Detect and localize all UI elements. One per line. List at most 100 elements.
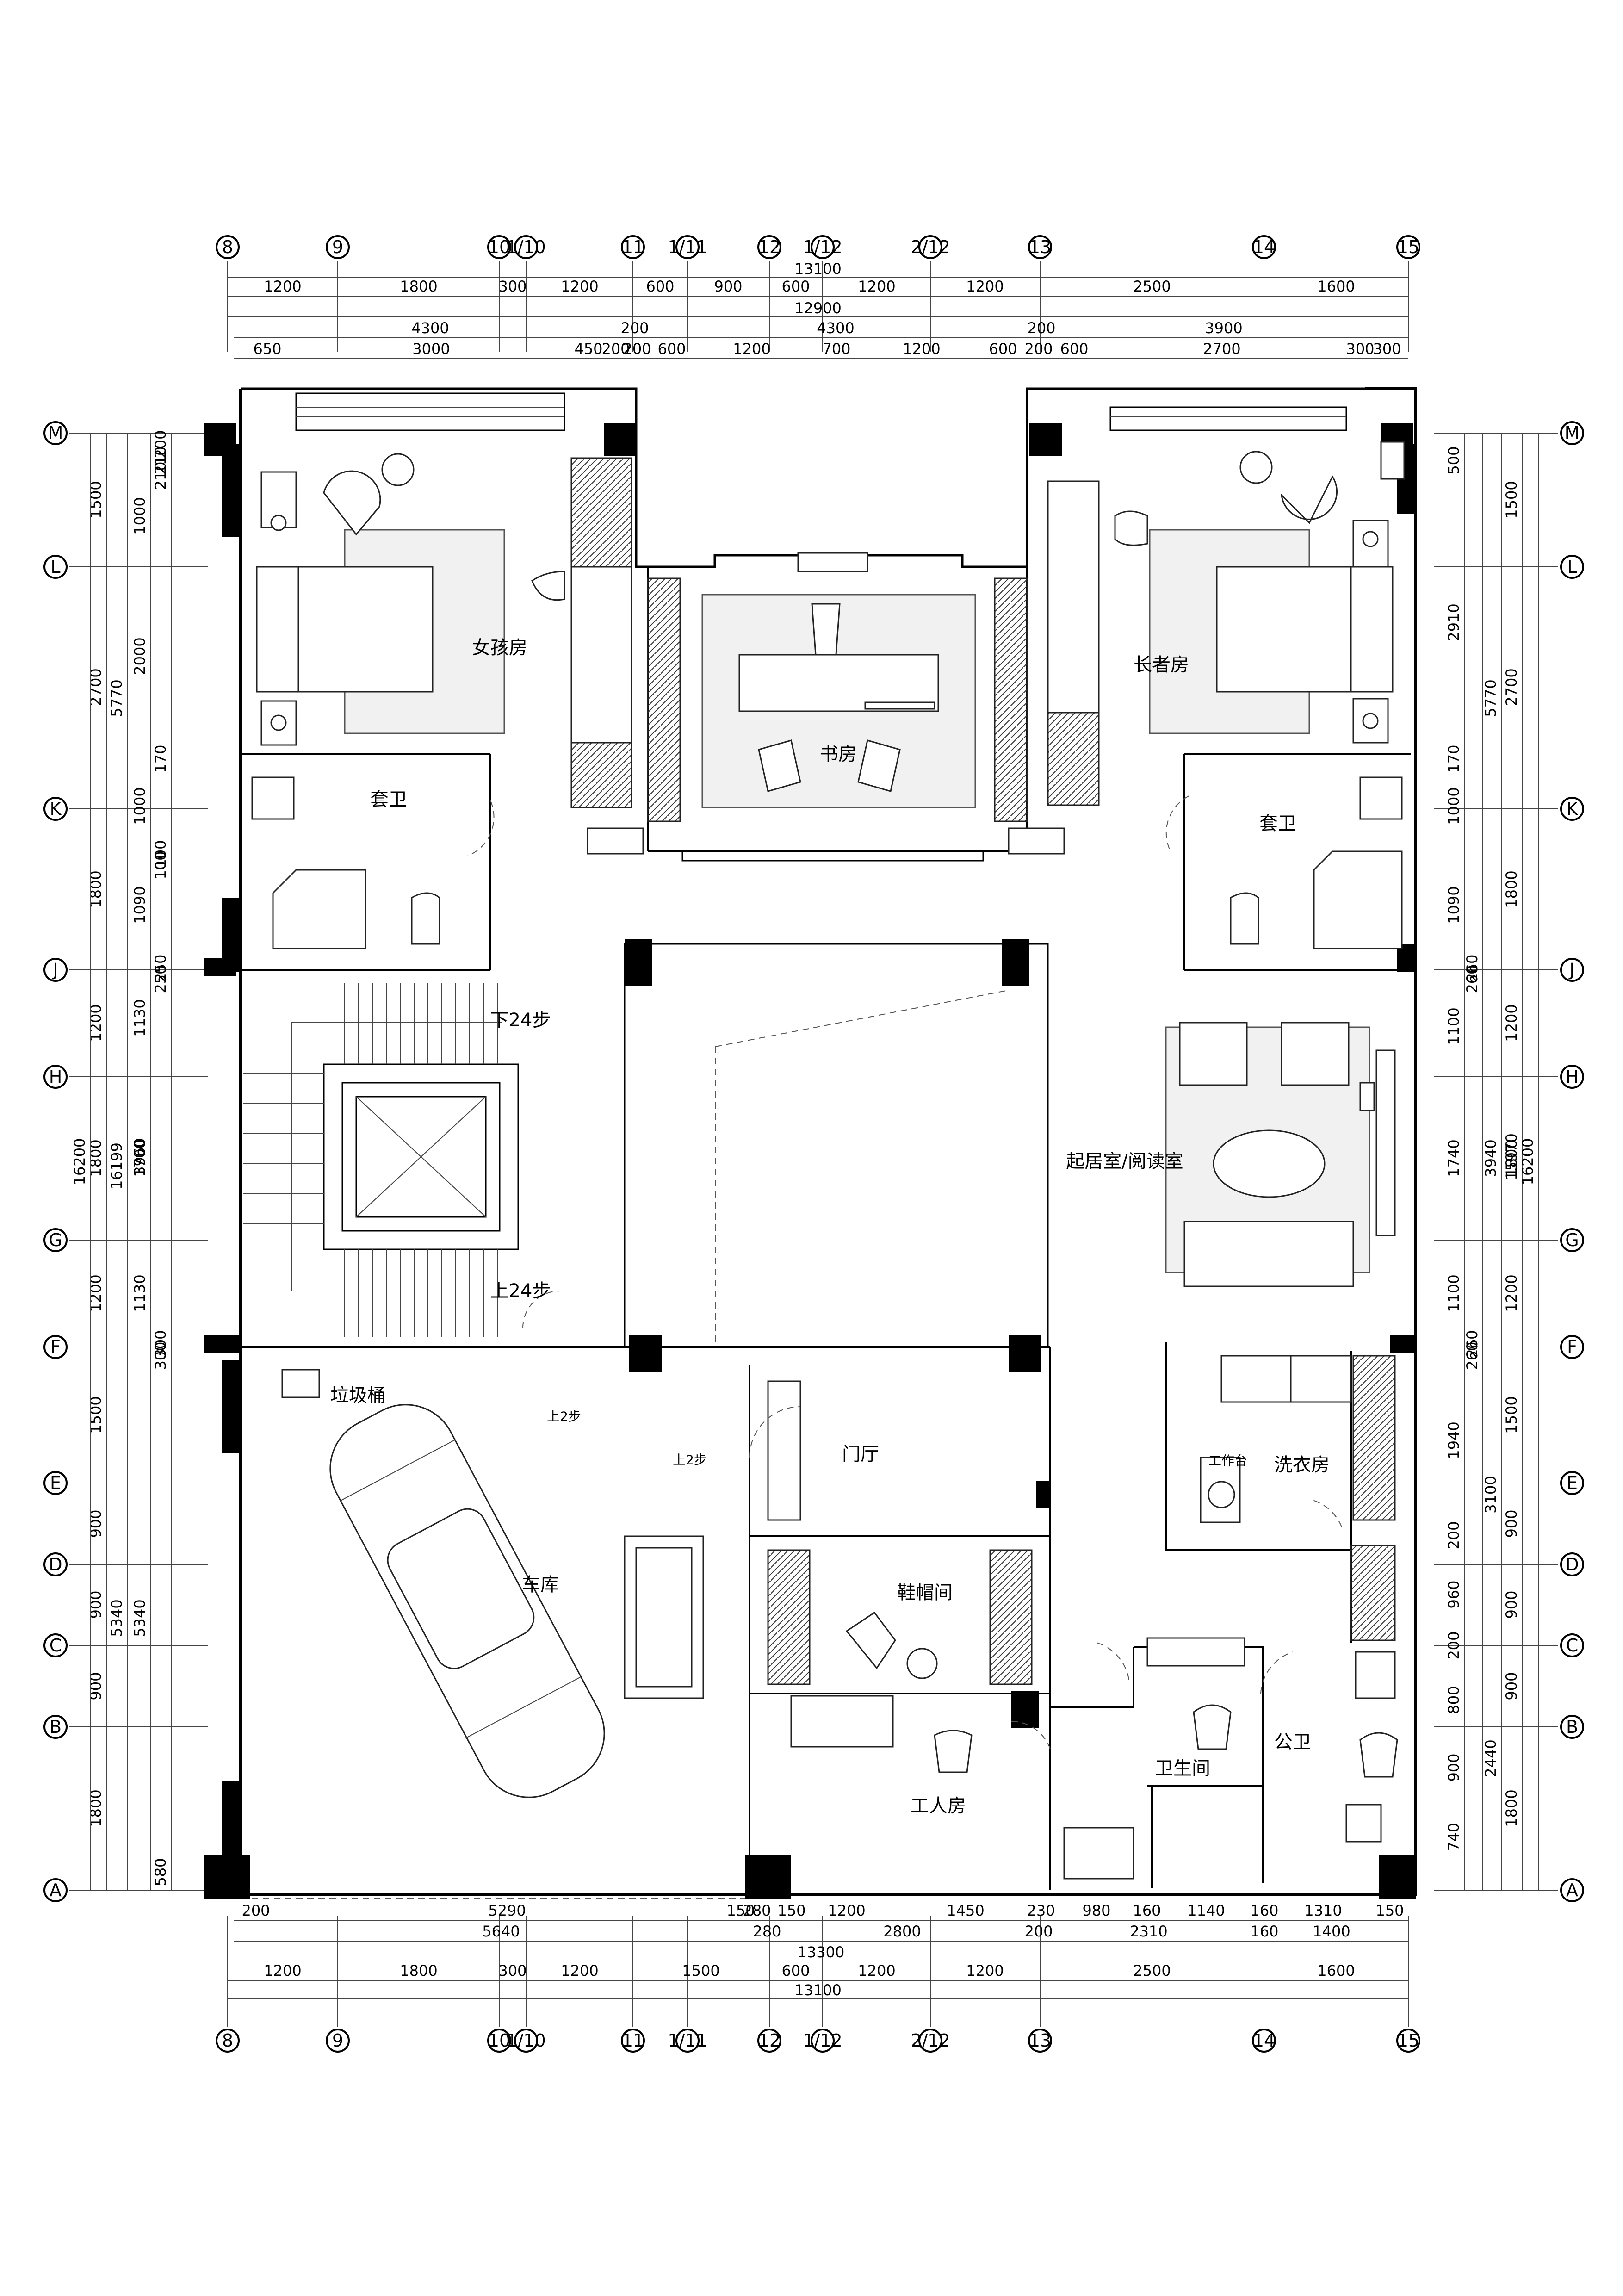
- dimension-total: 16200: [71, 1138, 88, 1185]
- small-label: 工作台: [1208, 1453, 1247, 1469]
- grid-bubble: [918, 235, 942, 259]
- dimension-text: 1200: [903, 340, 940, 358]
- dimension-text: 1200: [1503, 1274, 1520, 1312]
- dimension-text: 1940: [1445, 1421, 1462, 1459]
- grid-bubble: [1560, 421, 1584, 445]
- grid-bubble: [487, 235, 511, 259]
- dimension-text: 1200: [966, 278, 1004, 295]
- dimension-text: 1100: [1445, 1007, 1462, 1045]
- dimension-text: 100: [152, 851, 169, 879]
- dimension-text: 1130: [131, 1274, 149, 1312]
- grid-bubble: [514, 2029, 538, 2053]
- grid-bubble: [757, 235, 781, 259]
- grid-bubble: [487, 2029, 511, 2053]
- dimension-text: 1310: [1304, 1902, 1342, 1919]
- dimension-text: 1450: [947, 1902, 984, 1919]
- dimension-text: 600: [1060, 340, 1088, 358]
- dimension-text: 1090: [1445, 886, 1462, 924]
- grid-bubble: [675, 2029, 700, 2053]
- dimension-text: 200: [1024, 340, 1053, 358]
- dimension-text: 1400: [1313, 1923, 1350, 1940]
- grid-bubble: [514, 235, 538, 259]
- grid-bubble-label: L: [1567, 557, 1577, 577]
- dimension-text: 1200: [1503, 1004, 1520, 1042]
- grid-bubble: [43, 555, 68, 579]
- grid-bubble-label: 15: [1397, 237, 1419, 257]
- dimension-text: 150: [777, 1902, 805, 1919]
- room-label: 门厅: [842, 1444, 879, 1465]
- grid-bubble-label: D: [1565, 1554, 1579, 1575]
- living-room-furniture: [1165, 1022, 1396, 1287]
- grid-bubble-label: L: [50, 557, 60, 577]
- grid-bubble-label: M: [1565, 423, 1580, 443]
- dimension-text: 250: [152, 965, 169, 993]
- grid-bubble-label: G: [49, 1230, 62, 1250]
- dimension-text: 1100: [1445, 1274, 1462, 1312]
- grid-bubble-label: 8: [222, 2030, 233, 2051]
- dimension-text: 450: [574, 340, 602, 358]
- dimension-text: 2500: [1133, 1962, 1171, 1980]
- dimension-text: 1800: [400, 1962, 437, 1980]
- room-label: 套卫: [1259, 813, 1296, 834]
- grid-bubble-label: 13: [1029, 237, 1051, 257]
- dimension-text: 2800: [883, 1923, 921, 1940]
- grid-bubble-label: G: [1565, 1230, 1579, 1250]
- dimension-text: 800: [1445, 1686, 1462, 1714]
- grid-bubble: [1252, 235, 1276, 259]
- dimension-text: 600: [989, 340, 1017, 358]
- dimension-text: 600: [781, 278, 810, 295]
- grid-bubble: [1560, 797, 1584, 821]
- dimension-text: 4300: [817, 319, 854, 337]
- room-label: 垃圾桶: [330, 1385, 386, 1406]
- dimension-text: 3000: [412, 340, 450, 358]
- grid-bubble: [43, 421, 68, 445]
- dimension-text: 1000: [131, 497, 149, 534]
- dimension-total: 12900: [794, 299, 842, 317]
- dimension-text: 4300: [411, 319, 449, 337]
- room-label: 下24步: [490, 1010, 551, 1031]
- dimension-text: 2910: [1445, 603, 1462, 641]
- dimension-text: 1800: [1503, 1139, 1520, 1177]
- dimension-text: 1200: [87, 1274, 105, 1312]
- grid-bubble-label: 12: [758, 2030, 781, 2051]
- dimension-text: 5340: [108, 1599, 125, 1637]
- dimension-text: 1090: [131, 886, 149, 924]
- grid-bubble-label: 1/10: [506, 237, 545, 257]
- stair-and-elevator: [243, 983, 560, 1337]
- dimension-text: 960: [1445, 1580, 1462, 1608]
- dimension-text: 5640: [482, 1923, 520, 1940]
- dimension-text: 900: [1445, 1753, 1462, 1781]
- dimension-text: 740: [1445, 1823, 1462, 1851]
- dimension-text: 2310: [1130, 1923, 1167, 1940]
- grid-bubble: [621, 2029, 645, 2053]
- dimension-text: 1200: [828, 1902, 865, 1919]
- dimension-total: 13100: [794, 1981, 842, 1999]
- grid-bubble-label: C: [50, 1635, 62, 1656]
- dimension-text: 5770: [1482, 679, 1499, 717]
- room-label: 套卫: [370, 789, 407, 810]
- grid-bubble-label: 1/12: [803, 2030, 842, 2051]
- grid-bubble-label: 10: [488, 2030, 510, 2051]
- grid-bubble: [1560, 958, 1584, 982]
- dimension-text: 160: [1250, 1902, 1278, 1919]
- grid-bubble: [1396, 2029, 1420, 2053]
- dimension-text: 16199: [108, 1142, 125, 1190]
- dimension-text: 1800: [1503, 870, 1520, 908]
- grid-bubble: [326, 2029, 350, 2053]
- room-label: 鞋帽间: [897, 1582, 953, 1603]
- dimension-text: 580: [152, 1858, 169, 1886]
- dimension-text: 1200: [733, 340, 770, 358]
- grid-bubble: [216, 235, 240, 259]
- grid-bubble: [43, 1878, 68, 1902]
- grid-bubble: [43, 797, 68, 821]
- dimension-text: 210: [152, 461, 169, 490]
- grid-bubble: [1028, 235, 1052, 259]
- dimension-text: 170: [1445, 745, 1462, 773]
- dimension-text: 300: [1373, 340, 1401, 358]
- dimension-text: 1600: [1317, 1962, 1355, 1980]
- dimension-text: 1140: [1187, 1902, 1225, 1919]
- grid-bubble: [43, 958, 68, 982]
- dimension-total: 13300: [798, 1943, 845, 1961]
- room-label: 公卫: [1274, 1731, 1311, 1753]
